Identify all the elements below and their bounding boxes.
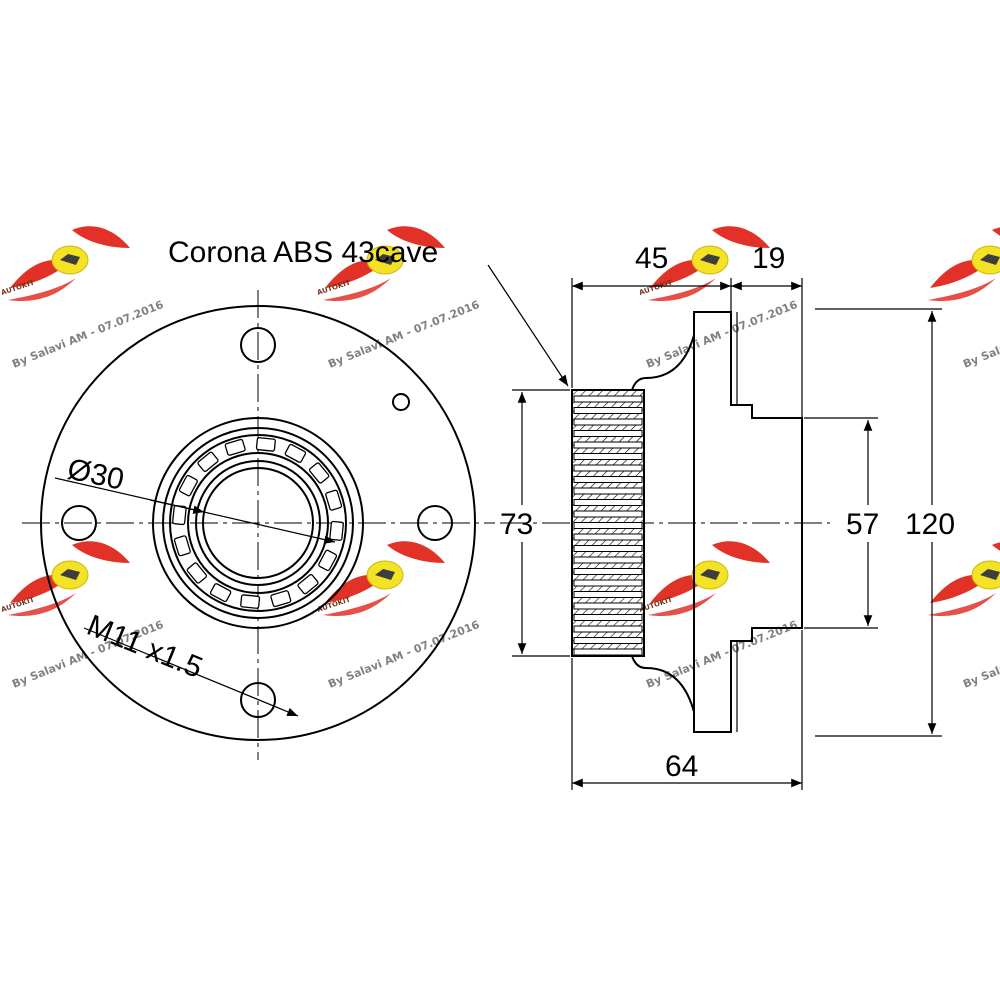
hub-body-outline [630, 311, 803, 733]
watermark-text: By Salavi AM - 07.07.2016 [326, 298, 481, 371]
abs-ring-tooth [573, 499, 643, 506]
abs-ring-tooth [573, 614, 643, 621]
watermark-logo [927, 225, 1000, 302]
bolt-hole [417, 505, 453, 541]
abs-ring-tooth [573, 568, 643, 575]
dim-45-label: 45 [635, 242, 668, 275]
bore-diameter-label: Ø30 [65, 453, 127, 497]
abs-ring-tooth [573, 591, 643, 598]
bearing-roller [224, 438, 246, 456]
bearing-roller [325, 489, 343, 511]
bearing-roller [270, 590, 292, 608]
abs-ring-tooth [573, 579, 643, 587]
bearing-race-outer [169, 434, 347, 612]
watermark-logo [7, 225, 131, 302]
flange-outer-circle [40, 305, 476, 741]
bolt-hole [240, 327, 276, 363]
bearing-roller [297, 573, 319, 595]
abs-ring-label: Corona ABS 43cave [168, 236, 438, 269]
abs-ring-tooth [573, 533, 643, 541]
bearing-roller [173, 535, 191, 557]
watermark-text: By Salavi AM - 07.07.2016 [326, 618, 481, 691]
thread-leader [83, 627, 299, 717]
abs-ring-tooth [573, 487, 643, 495]
bearing-roller [209, 583, 232, 603]
abs-ring-tooth [573, 625, 643, 633]
abs-ring-tooth [573, 441, 643, 449]
watermark-text: By Salavi AM - 07.07.2016 [10, 298, 165, 371]
bearing-roller [186, 562, 208, 584]
bearing-roller [329, 520, 344, 541]
bearing-roller [284, 443, 307, 463]
front-view: Ø30 M11 x1.5 [22, 290, 495, 760]
watermark-text: By Salavi AM - 07.07.2016 [961, 618, 1000, 691]
side-view: 45 19 73 57 120 64 [487, 242, 955, 790]
bearing-roller [318, 549, 338, 572]
bearing-roller [178, 474, 198, 497]
abs-ring-tooth [573, 464, 643, 472]
abs-ring-tooth [573, 637, 643, 644]
abs-ring-teeth [573, 395, 643, 656]
abs-ring-tooth [573, 418, 643, 426]
pin-hole [392, 393, 410, 411]
bearing-roller [197, 451, 219, 473]
abs-ring-tooth [573, 602, 643, 610]
dim-73-label: 73 [500, 508, 533, 541]
bearing-race-inner [187, 452, 329, 594]
bearing-roller [172, 505, 187, 526]
bearing-outer-ring [152, 417, 364, 629]
dim-57-label: 57 [846, 508, 879, 541]
bore-circle [202, 467, 314, 579]
dim-64-label: 64 [665, 750, 698, 783]
bolt-hole [61, 505, 97, 541]
bearing-roller [240, 594, 261, 609]
abs-ring-leader [487, 264, 569, 387]
bolt-hole [240, 682, 276, 718]
watermark-text: By Salavi AM - 07.07.2016 [961, 298, 1000, 371]
bore-diameter-leader-start [149, 499, 205, 514]
bearing-outer-ring-inner [162, 427, 354, 619]
dim-19-label: 19 [752, 242, 785, 275]
abs-ring-tooth [573, 545, 643, 552]
inner-ring [195, 460, 321, 586]
abs-ring-tooth [573, 407, 643, 414]
dim-120-label: 120 [905, 508, 955, 541]
abs-ring-tooth [573, 395, 643, 403]
bearing-roller [308, 462, 330, 484]
watermark-text: By Salavi AM - 07.07.2016 [644, 298, 799, 371]
abs-ring-tooth [573, 510, 643, 518]
abs-ring-tooth [573, 648, 643, 656]
abs-ring-tooth [573, 522, 643, 529]
abs-ring-tooth [573, 453, 643, 460]
bearing-rollers [172, 437, 344, 609]
abs-ring-tooth [573, 476, 643, 483]
abs-ring-tooth [573, 430, 643, 437]
bearing-roller [255, 437, 276, 452]
watermark-logo [927, 540, 1000, 617]
abs-ring-tooth [573, 556, 643, 564]
watermark-layer: By Salavi AM - 07.07.2016 By Salavi AM -… [0, 225, 1000, 691]
